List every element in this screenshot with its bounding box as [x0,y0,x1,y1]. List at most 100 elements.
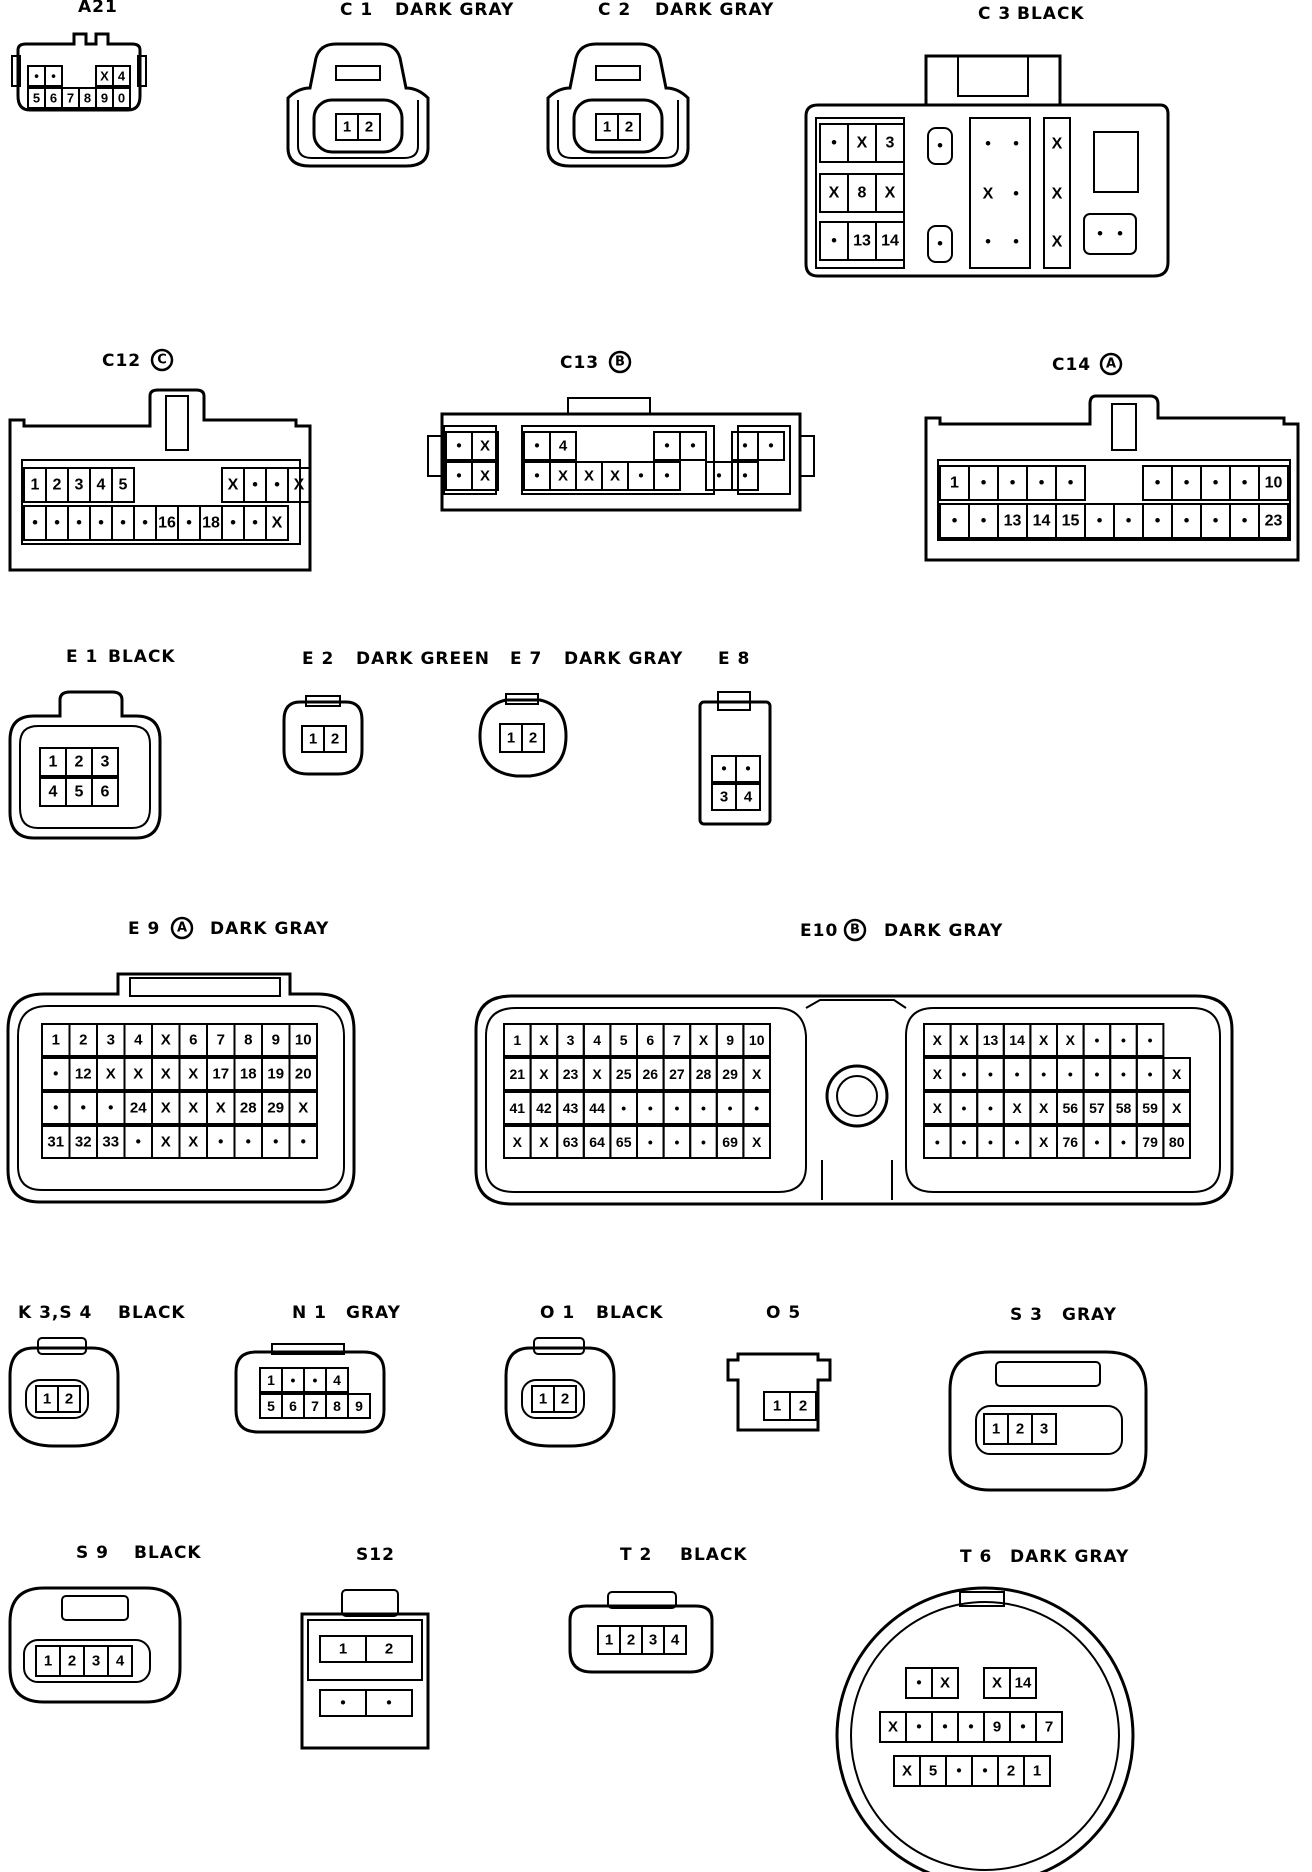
badge-circle [843,918,867,942]
pin-number: 1 [44,1653,52,1670]
pin-unused: X [188,1134,198,1151]
pin-dot: • [988,1066,993,1082]
pin-number: 24 [130,1100,147,1117]
pin-unused: X [829,185,840,202]
pin-number: 32 [75,1134,92,1151]
connector-o5-header: O 5 [766,1303,800,1323]
connector-outline [905,1007,1221,1193]
pin-unused: X [610,468,620,485]
connector-outline [234,1350,386,1434]
connector-outline [8,690,162,840]
pin-cell [365,1635,413,1663]
pin-unused: X [888,1719,898,1736]
connector-label: C14 [1052,355,1091,375]
pin-cell [1023,1755,1051,1787]
connector-outline [129,977,281,997]
pin-number: 1 [605,1632,613,1649]
pin-cell [1162,1057,1192,1091]
pin-cell [107,1645,133,1677]
pin-dot: • [1097,513,1103,530]
pin-number: 1 [992,1421,1000,1438]
connector-badge: A [1106,357,1116,372]
pin-cell [927,127,953,165]
pin-dot: • [981,475,987,492]
pin-number: 9 [272,1032,280,1049]
connector-label: N 1 [292,1303,327,1323]
pin-number: 3 [886,135,895,152]
pin-cell [931,1667,959,1699]
pin-dot: • [386,1695,391,1712]
pin-dot: • [1097,226,1103,243]
pin-unused: X [188,1100,198,1117]
connector-outline [924,54,1062,105]
pin-dot: • [985,136,991,153]
pin-unused: X [513,1134,523,1150]
pin-number: 3 [75,477,84,494]
pin-cell [742,1125,772,1159]
connector-outline [698,700,772,826]
connector-label: E10 [800,921,838,941]
pin-dot: • [186,515,192,532]
pin-dot: • [648,1100,653,1116]
pin-unused: X [983,186,994,203]
pin-cell [288,1023,318,1057]
pin-number: 18 [240,1066,257,1083]
pin-dot: • [648,1134,653,1150]
pin-unused: X [161,1066,171,1083]
connector-outline [8,1586,182,1704]
pin-cell [347,1393,371,1419]
pin-number: 5 [267,1398,275,1414]
pin-number: 4 [671,1632,680,1649]
connector-outline [474,994,1234,1206]
pin-cell [742,1091,772,1125]
pin-unused: X [933,1032,943,1048]
pin-number: 2 [625,119,633,136]
pin-number: 8 [244,1032,252,1049]
pin-dot: • [252,477,258,494]
pin-dot: • [1213,513,1219,530]
pin-number: 7 [67,91,74,106]
pin-number: 2 [627,1632,635,1649]
connector-outline [307,1619,423,1681]
pin-number: 58 [1116,1100,1132,1116]
pin-dot: • [1013,234,1019,251]
pin-dot: • [54,515,60,532]
pin-dot: • [456,468,461,485]
pin-unused: X [933,1066,943,1082]
pin-unused: X [480,468,490,485]
pin-number: 59 [1142,1100,1158,1116]
connector-outline [959,1591,1005,1607]
pin-unused: X [294,477,305,494]
connector-color: BLACK [680,1545,748,1565]
pin-dot: • [664,468,669,485]
pin-number: 19 [267,1066,284,1083]
pin-unused: X [1012,1100,1022,1116]
pin-dot: • [534,438,539,455]
pin-cell [553,1385,577,1413]
connector-outline [8,388,312,572]
pin-unused: X [592,1066,602,1082]
pin-number: 18 [202,515,220,532]
pin-dot: • [246,1134,251,1151]
connector-c14-header: C14 A [1052,352,1123,376]
connector-outline [557,100,679,159]
connector-color: DARK GRAY [395,0,514,20]
pin-dot: • [1013,186,1019,203]
connector-outline [572,98,664,154]
pin-cell [288,1091,318,1125]
pin-unused: X [1172,1100,1182,1116]
pin-cell [1258,465,1289,501]
connector-outline [286,42,430,168]
pin-number: 2 [1016,1421,1024,1438]
connector-outline [25,1379,89,1419]
pin-dot: • [1126,513,1132,530]
connector-a21-header: A21 [78,0,117,17]
